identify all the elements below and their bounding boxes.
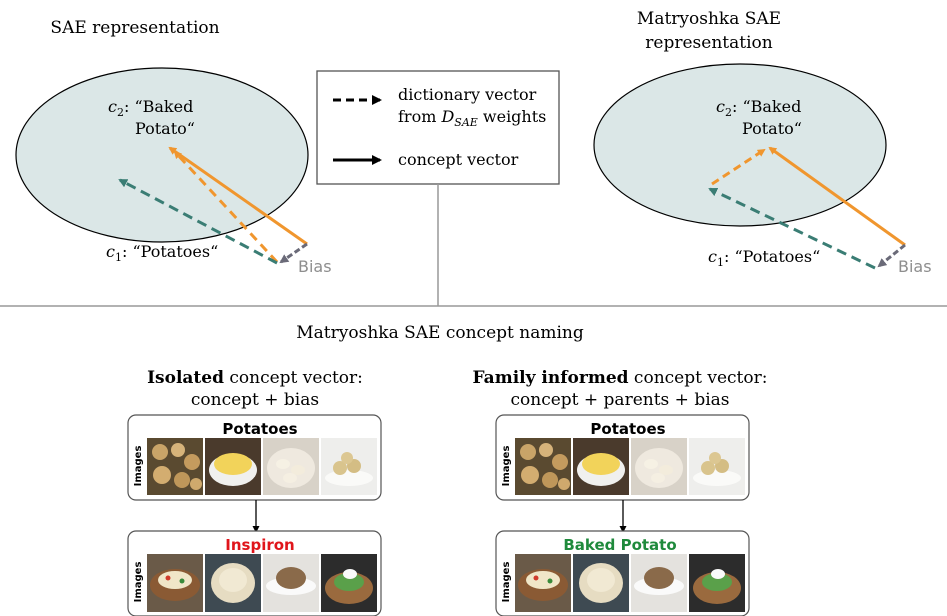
family-potatoes-image-3 bbox=[631, 438, 687, 495]
isolated-heading: Isolated concept vector: bbox=[147, 368, 363, 388]
legend-solid-label: concept vector bbox=[398, 150, 519, 169]
isolated-bottom-card-title: Inspiron bbox=[225, 536, 294, 554]
right-panel-title-line1: Matryoshka SAE bbox=[637, 9, 781, 29]
svg-text:Potato“: Potato“ bbox=[742, 119, 802, 138]
isolated-inspiron-card: Inspiron Images bbox=[127, 530, 382, 616]
isolated-top-card-title: Potatoes bbox=[222, 420, 297, 438]
isolated-potatoes-image-4 bbox=[321, 438, 377, 495]
right-bias-label: Bias bbox=[898, 257, 932, 276]
isolated-potatoes-image-2 bbox=[205, 438, 261, 495]
isolated-potatoes-card: Potatoes Images bbox=[127, 414, 382, 501]
family-bottom-card-side-label: Images bbox=[501, 562, 512, 603]
family-heading: Family informed concept vector: bbox=[473, 368, 768, 388]
family-top-card-side-label: Images bbox=[501, 446, 512, 487]
legend-box bbox=[316, 70, 560, 185]
isolated-potatoes-image-1 bbox=[147, 438, 203, 495]
left-latent-space bbox=[15, 67, 309, 243]
isolated-heading-line2: concept + bias bbox=[191, 390, 319, 410]
family-baked-potato-card: Baked Potato Images bbox=[495, 530, 750, 616]
family-potatoes-image-1 bbox=[515, 438, 571, 495]
left-panel-title: SAE representation bbox=[50, 18, 219, 38]
family-potatoes-image-2 bbox=[573, 438, 629, 495]
legend-dashed-label-line1: dictionary vector bbox=[398, 85, 537, 104]
left-dictionary-vector-arrow bbox=[173, 150, 279, 264]
bottom-section-title: Matryoshka SAE concept naming bbox=[296, 323, 584, 343]
isolated-baked-image-2 bbox=[205, 554, 261, 612]
family-top-card-title: Potatoes bbox=[590, 420, 665, 438]
legend-dashed-label-line2: from DSAE weights bbox=[398, 107, 546, 129]
svg-text:c2: “Baked: c2: “Baked bbox=[108, 97, 193, 119]
family-baked-image-2 bbox=[573, 554, 629, 612]
right-dictionary-vector-arrow bbox=[711, 148, 766, 186]
family-potatoes-card: Potatoes Images bbox=[495, 414, 750, 501]
isolated-bottom-card-side-label: Images bbox=[133, 562, 144, 603]
right-c1-label: c1: “Potatoes“ bbox=[708, 247, 820, 269]
svg-text:c2: “Baked: c2: “Baked bbox=[716, 97, 801, 119]
family-potatoes-image-4 bbox=[689, 438, 745, 495]
isolated-potatoes-image-3 bbox=[263, 438, 319, 495]
isolated-baked-image-4 bbox=[321, 554, 377, 612]
left-concept-vector-arrow bbox=[168, 146, 308, 246]
family-baked-image-4 bbox=[689, 554, 745, 612]
right-panel-title-line2: representation bbox=[645, 33, 772, 53]
right-latent-space bbox=[593, 63, 887, 227]
right-concept-vector-arrow bbox=[768, 146, 906, 247]
family-heading-line2: concept + parents + bias bbox=[511, 390, 730, 410]
isolated-baked-image-1 bbox=[147, 554, 203, 612]
left-bias-vector-arrow bbox=[279, 242, 308, 264]
isolated-top-card-side-label: Images bbox=[133, 446, 144, 487]
family-baked-image-3 bbox=[631, 554, 687, 612]
right-c1-vector-arrow bbox=[708, 187, 876, 270]
family-baked-image-1 bbox=[515, 554, 571, 612]
isolated-baked-image-3 bbox=[263, 554, 319, 612]
svg-text:Potato“: Potato“ bbox=[135, 119, 195, 138]
right-bias-vector-arrow bbox=[877, 243, 906, 268]
left-c2-label: c2: “Baked Potato“ bbox=[108, 97, 195, 138]
family-bottom-card-title: Baked Potato bbox=[563, 536, 676, 554]
left-c1-label: c1: “Potatoes“ bbox=[106, 242, 218, 264]
right-c2-label: c2: “Baked Potato“ bbox=[716, 97, 802, 138]
left-c1-vector-arrow bbox=[118, 178, 278, 265]
left-bias-label: Bias bbox=[298, 257, 332, 276]
